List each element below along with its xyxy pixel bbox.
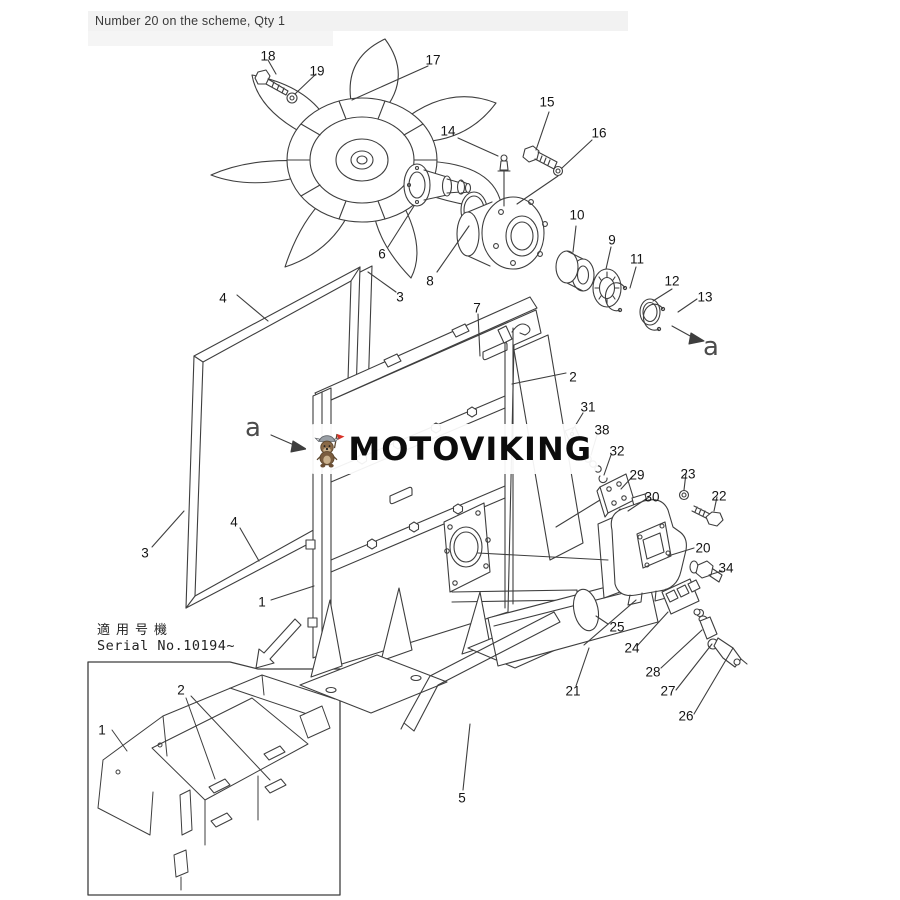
leader-lines [151,59,734,791]
scheme-note-bar: Number 20 on the scheme, Qty 1 [88,11,628,31]
bearing-9 [592,268,622,308]
watermark-badge: MOTOVIKING [306,424,598,474]
hollow-arrow [255,618,302,669]
hose-fittings-26-27-28 [693,608,748,668]
snap-ring-13 [642,303,666,332]
grease-fitting-14 [497,154,511,207]
serial-caption-jp: 適用号機 [97,623,174,638]
bushing-10 [555,250,595,292]
bolt-15 [522,145,558,170]
direction-marker-a-right: a [703,332,719,362]
support-bar-5 [400,611,561,732]
fan-clutch-6 [403,163,472,207]
sensor-fitting-34 [689,560,723,583]
direction-arrow-left [270,434,307,453]
fan-hub-support [456,154,548,270]
bolt-22 [691,505,724,527]
washer-23 [678,489,690,501]
direction-arrow-right [671,325,705,345]
ring-32 [598,475,608,484]
scheme-note-bar-secondary [88,31,333,46]
snap-ring-11 [604,282,628,313]
viking-dog-mascot-icon [314,433,345,468]
ring-12 [639,298,661,326]
washer-16 [516,165,564,205]
fan-blade-assembly [210,38,503,279]
washer-19 [286,92,298,104]
serial-block: 適用号機 Serial No.10194~ [97,619,235,654]
fan-motor-20 [597,493,687,606]
bolt-18 [254,69,289,96]
cap-25 [572,588,600,632]
inset-serial-box [87,618,341,896]
watermark-brand: MOTOVIKING [348,430,592,468]
frame-foot-left [299,587,448,714]
direction-marker-a-left: a [245,413,261,443]
serial-number: Serial No.10194~ [97,638,236,654]
motor-mount-plate [443,502,491,593]
scheme-note: Number 20 on the scheme, Qty 1 [95,14,286,28]
